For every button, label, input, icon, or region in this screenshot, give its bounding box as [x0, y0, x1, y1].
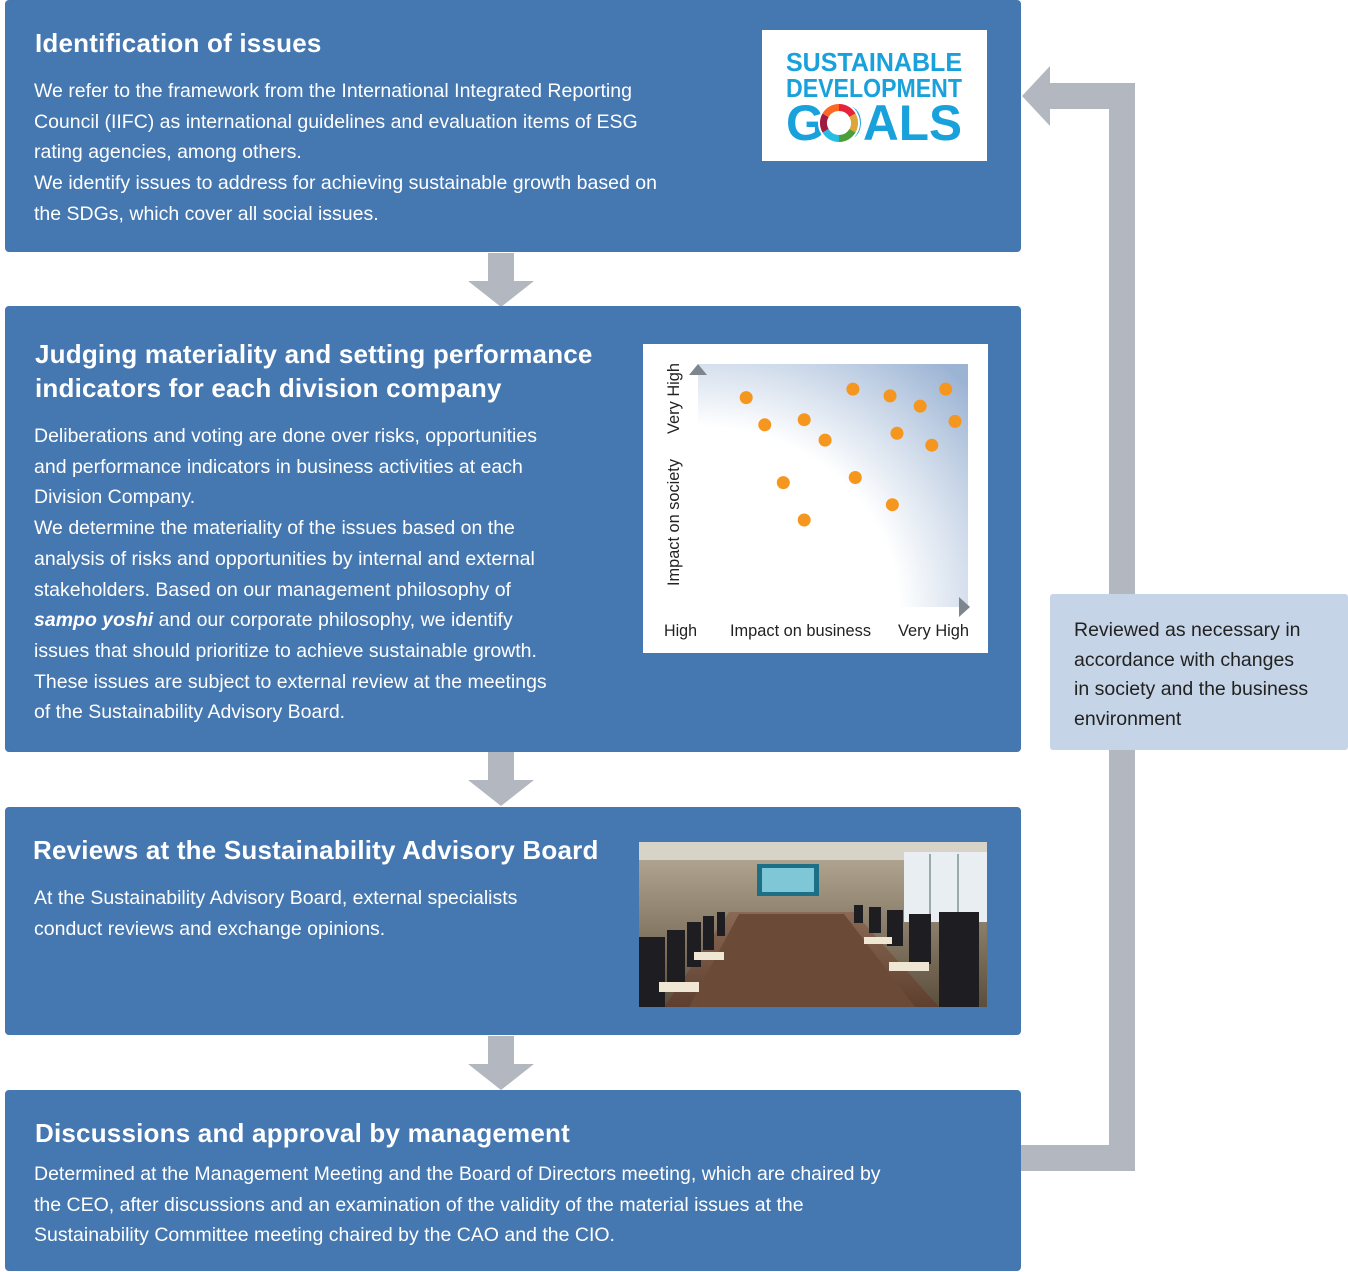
step-identification-title: Identification of issues: [35, 28, 322, 58]
scatter-point-1: [739, 391, 753, 405]
scatter-point-8: [848, 471, 862, 484]
x-tick-very-high: Very High: [898, 621, 969, 640]
scatter-point-7: [846, 382, 860, 396]
x-axis-label: Impact on business: [730, 621, 871, 640]
step-advisory-board-text: At the Sustainability Advisory Board, ex…: [34, 887, 518, 940]
scatter-point-2: [758, 418, 772, 432]
step-identification-box: Identification of issues We refer to the…: [5, 0, 1021, 252]
step-materiality-box: Judging materiality and setting performa…: [5, 306, 1021, 752]
scatter-point-9: [883, 389, 897, 403]
step-identification-text: We refer to the framework from the Inter…: [34, 80, 657, 225]
y-tick-very-high: Very High: [664, 363, 683, 434]
materiality-matrix-chart: High Impact on business Very High Impact…: [643, 344, 988, 653]
y-axis-arrowhead: [689, 364, 707, 375]
sdg-logo: SUSTAINABLE DEVELOPMENT GOALS: [762, 30, 987, 161]
scatter-point-12: [913, 399, 927, 413]
x-tick-high: High: [664, 621, 697, 640]
sdg-logo-graphic: SUSTAINABLE DEVELOPMENT GOALS: [786, 47, 962, 151]
y-axis-label: Impact on society: [664, 459, 683, 586]
sdg-color-wheel-icon: [818, 102, 860, 144]
scatter-point-14: [939, 382, 953, 396]
step-management-approval-text: Determined at the Management Meeting and…: [34, 1163, 881, 1247]
scatter-point-5: [797, 513, 811, 527]
step-materiality-text: Deliberations and voting are done over r…: [34, 425, 547, 724]
arrow-down-icon: [468, 752, 534, 806]
arrow-down-icon: [468, 1036, 534, 1090]
meeting-room-illustration: [639, 842, 987, 1007]
x-axis-arrowhead: [959, 597, 970, 617]
arrow-down-icon: [468, 253, 534, 307]
scatter-point-11: [890, 426, 904, 440]
scatter-points: [739, 382, 962, 527]
step-management-approval-title: Discussions and approval by management: [35, 1118, 570, 1148]
step-management-approval-box: Discussions and approval by management D…: [5, 1090, 1021, 1271]
scatter-point-3: [776, 476, 790, 490]
scatter-point-4: [797, 413, 811, 427]
scatter-point-15: [948, 414, 962, 428]
materiality-matrix-svg: High Impact on business Very High Impact…: [664, 363, 970, 640]
review-cycle-note: Reviewed as necessary in accordance with…: [1050, 594, 1348, 750]
scatter-point-10: [885, 498, 899, 512]
sampo-yoshi-term: sampo yoshi: [34, 609, 154, 632]
advisory-board-meeting-photo: [639, 842, 987, 1007]
sdg-logo-line2: DEVELOPMENT: [786, 73, 962, 103]
sdg-logo-line3: GOALS: [786, 95, 962, 151]
step-materiality-title: Judging materiality and setting performa…: [35, 339, 593, 403]
review-cycle-note-text: Reviewed as necessary in accordance with…: [1074, 619, 1309, 730]
sdg-logo-line1: SUSTAINABLE: [786, 47, 962, 77]
step-advisory-board-title: Reviews at the Sustainability Advisory B…: [33, 835, 599, 865]
chart-plot-area: [698, 364, 968, 607]
scatter-point-13: [925, 438, 939, 452]
step-advisory-board-box: Reviews at the Sustainability Advisory B…: [5, 807, 1021, 1035]
scatter-point-6: [818, 433, 832, 447]
